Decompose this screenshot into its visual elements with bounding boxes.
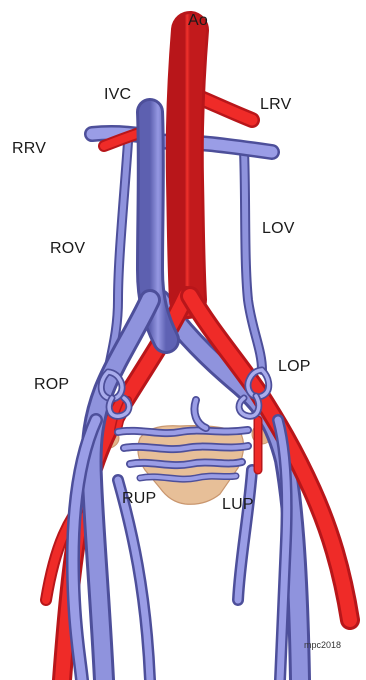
author-signature: mpc2018 [304, 640, 341, 650]
label-ivc: IVC [104, 86, 131, 104]
label-aorta: Ao [188, 12, 208, 30]
label-left-renal-vein: LRV [260, 96, 291, 114]
label-left-ovarian-vein: LOV [262, 220, 295, 238]
label-left-ovarian-plexus: LOP [278, 358, 311, 376]
label-right-ovarian-plexus: ROP [34, 376, 69, 394]
label-right-uterine-plexus: RUP [122, 490, 156, 508]
label-left-uterine-plexus: LUP [222, 496, 254, 514]
label-right-ovarian-vein: ROV [50, 240, 85, 258]
label-right-renal-vein: RRV [12, 140, 46, 158]
